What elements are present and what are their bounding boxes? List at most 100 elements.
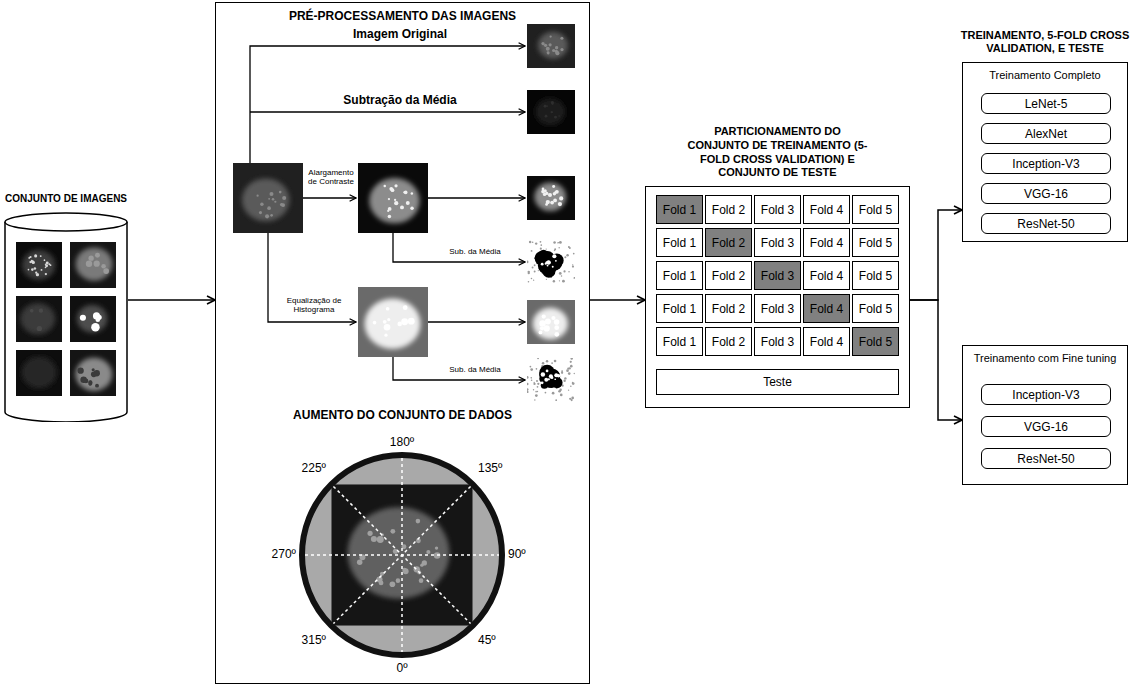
box-title: Treinamento com Fine tuning (967, 352, 1123, 365)
fold-cell: Fold 3 (754, 261, 801, 290)
fold-cell: Fold 3 (754, 327, 801, 356)
fold-cell: Fold 5 (852, 261, 899, 290)
fold-label: Fold 3 (761, 203, 794, 217)
fold-cell: Fold 3 (754, 195, 801, 224)
model-label: VGG-16 (1024, 187, 1068, 201)
fold-cell: Fold 4 (803, 327, 850, 356)
heading: CONJUNTO DE IMAGENS (5, 193, 127, 206)
model-box: ResNet-50 (981, 213, 1111, 234)
branch-arrow (268, 233, 356, 322)
fold-cell: Fold 1 (656, 261, 703, 290)
model-box: VGG-16 (981, 416, 1111, 437)
fold-label: Fold 1 (663, 203, 696, 217)
section-title: AUMENTO DO CONJUNTO DE DADOS (216, 408, 589, 422)
fold-cell: Fold 4 (803, 294, 850, 323)
model-label: Inception-V3 (1012, 157, 1079, 171)
fold-cell: Fold 2 (705, 294, 752, 323)
cell-image (358, 287, 428, 357)
angle-label: 270º (256, 548, 296, 562)
fold-cell: Fold 1 (656, 294, 703, 323)
model-label: ResNet-50 (1017, 452, 1074, 466)
fold-cell: Fold 4 (803, 228, 850, 257)
branch-arrow (303, 197, 356, 198)
branch-label: Imagem Original (300, 28, 500, 42)
branch-label: Alargamento de Contraste (304, 168, 358, 186)
angle-label: 315º (286, 634, 326, 648)
flow-arrow (910, 300, 962, 420)
model-box: Inception-V3 (981, 153, 1111, 174)
cell-image (16, 296, 62, 342)
fold-label: Fold 4 (810, 302, 843, 316)
branch-label: Subtração da Média (300, 94, 500, 108)
branch-arrow (393, 233, 525, 262)
cell-image (16, 350, 62, 396)
rotation-axis (333, 486, 470, 623)
fold-label: Fold 5 (859, 302, 892, 316)
rotation-wheel (302, 455, 502, 655)
fold-label: Fold 2 (712, 236, 745, 250)
angle-label: 225º (286, 462, 326, 476)
fold-cell: Fold 4 (803, 195, 850, 224)
fold-label: Fold 5 (859, 335, 892, 349)
flow-arrow (590, 299, 645, 301)
cell-image (527, 24, 575, 68)
fold-label: Fold 3 (761, 269, 794, 283)
fold-label: Fold 1 (663, 236, 696, 250)
test-set-box: Teste (656, 369, 899, 395)
partition-box: PARTICIONAMENTO DO CONJUNTO DE TREINAMEN… (645, 186, 910, 408)
cell-image (70, 296, 116, 342)
model-box: Inception-V3 (981, 384, 1111, 405)
fold-cell: Fold 1 (656, 195, 703, 224)
preprocessing-illustration (233, 24, 575, 655)
fine-tuning-box: Treinamento com Fine tuningInception-V3V… (962, 345, 1128, 485)
model-label: AlexNet (1025, 127, 1067, 141)
model-box: LeNet-5 (981, 93, 1111, 114)
model-label: LeNet-5 (1025, 97, 1068, 111)
angle-label: 180º (382, 436, 422, 450)
model-box: ResNet-50 (981, 448, 1111, 469)
fold-cell: Fold 5 (852, 294, 899, 323)
fold-label: Fold 1 (663, 335, 696, 349)
model-label: VGG-16 (1024, 420, 1068, 434)
fold-cell: Fold 2 (705, 228, 752, 257)
branch-arrow (428, 321, 525, 322)
heading: PARTICIONAMENTO DO CONJUNTO DE TREINAMEN… (683, 125, 873, 180)
test-label: Teste (763, 375, 792, 389)
fold-cell: Fold 5 (852, 228, 899, 257)
fold-cell: Fold 5 (852, 327, 899, 356)
angle-label: 90º (508, 548, 548, 562)
cell-image (526, 357, 575, 402)
model-label: Inception-V3 (1012, 388, 1079, 402)
image-database: CONJUNTO DE IMAGENS (4, 212, 128, 422)
branch-label: Equalização de Histograma (272, 296, 356, 314)
fold-label: Fold 3 (761, 335, 794, 349)
fold-cell: Fold 3 (754, 228, 801, 257)
angle-label: 45º (478, 634, 518, 648)
fold-label: Fold 3 (761, 302, 794, 316)
cell-image (70, 350, 116, 396)
fold-label: Fold 4 (810, 236, 843, 250)
branch-arrow (250, 111, 525, 112)
branch-label: Sub. da Média (430, 247, 520, 256)
fold-cell: Fold 5 (852, 195, 899, 224)
flow-arrow (128, 299, 215, 301)
fold-label: Fold 5 (859, 236, 892, 250)
fold-label: Fold 2 (712, 335, 745, 349)
fold-label: Fold 4 (810, 203, 843, 217)
angle-label: 0º (382, 662, 422, 676)
fold-cell: Fold 3 (754, 294, 801, 323)
fold-label: Fold 5 (859, 203, 892, 217)
fold-label: Fold 2 (712, 269, 745, 283)
branch-arrow (393, 357, 525, 380)
cell-image (358, 163, 428, 233)
fold-cell: Fold 4 (803, 261, 850, 290)
fold-label: Fold 5 (859, 269, 892, 283)
cell-image (527, 90, 575, 134)
cell-image (233, 163, 303, 233)
branch-label: Sub. da Média (430, 365, 520, 374)
heading: TREINAMENTO, 5-FOLD CROSS VALIDATION, E … (958, 29, 1132, 57)
